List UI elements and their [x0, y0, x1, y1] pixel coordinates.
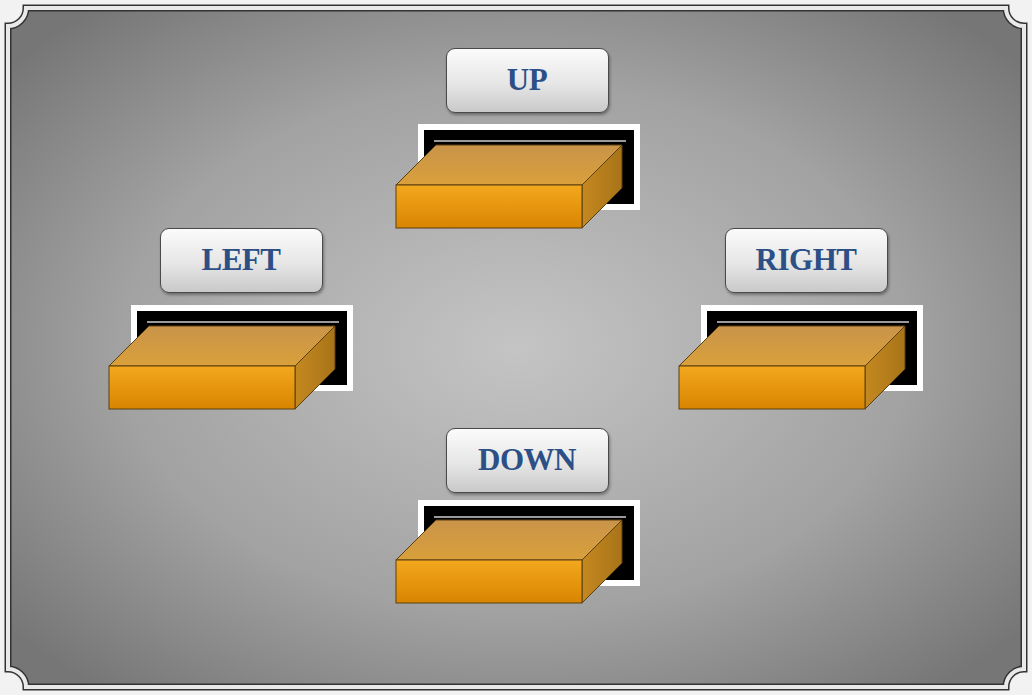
slot-block — [109, 305, 353, 409]
panel-frame-highlight — [8, 8, 1024, 687]
direction-label: UP — [507, 62, 547, 98]
slot-block — [679, 305, 923, 409]
panel-frame — [8, 8, 1024, 687]
direction-label: LEFT — [202, 242, 281, 278]
label-box: UP — [446, 48, 609, 113]
label-box: DOWN — [446, 428, 609, 493]
label-box: LEFT — [160, 228, 323, 293]
direction-label: RIGHT — [756, 242, 857, 278]
direction-label: DOWN — [478, 442, 576, 478]
label-box: RIGHT — [725, 228, 888, 293]
slot-block — [396, 500, 640, 603]
slot-block — [396, 124, 640, 228]
